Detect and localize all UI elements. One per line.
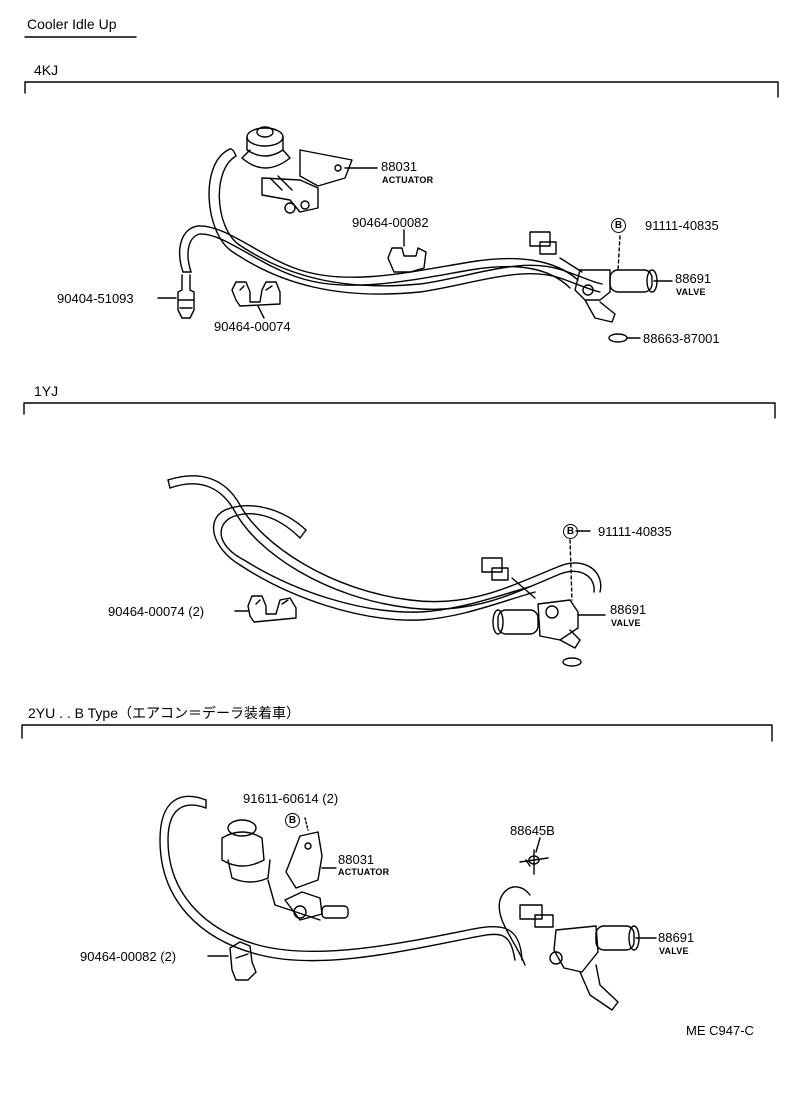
leader-91611 bbox=[304, 817, 309, 831]
part-number-88691: 88691 bbox=[675, 271, 712, 286]
leader-91111-4kj bbox=[617, 235, 621, 271]
part-number-88031: 88031 bbox=[338, 852, 375, 867]
part-number-90464-00082: 90464-00082 (2) bbox=[80, 949, 177, 964]
part-name-actuator: ACTUATOR bbox=[338, 867, 390, 877]
bolt-badge-b-icon: B bbox=[563, 524, 578, 539]
check-valve-90404-4kj bbox=[177, 274, 195, 319]
vsv-valve-88691-4kj bbox=[529, 231, 658, 323]
clip-90464-00074-4kj bbox=[231, 281, 281, 307]
section-2yu-frame bbox=[21, 724, 773, 742]
leader-90464-74 bbox=[257, 305, 265, 319]
page-title: Cooler Idle Up bbox=[27, 16, 117, 32]
section-label-4kj: 4KJ bbox=[34, 62, 59, 78]
part-number-90404-51093: 90404-51093 bbox=[57, 291, 134, 306]
clip-90464-00082-4kj bbox=[387, 247, 427, 273]
actuator-88031-4kj bbox=[241, 126, 353, 214]
washer-1yj bbox=[562, 657, 582, 667]
part-number-88663-87001: 88663-87001 bbox=[643, 331, 720, 346]
actuator-88031-2yu bbox=[221, 819, 349, 921]
section-label-1yj: 1YJ bbox=[34, 383, 59, 399]
clip-90464-00082-2yu bbox=[229, 941, 257, 981]
bolt-badge-b-icon: B bbox=[285, 813, 300, 828]
part-name-valve: VALVE bbox=[611, 618, 641, 628]
washer-88663-4kj bbox=[608, 333, 628, 343]
vsv-valve-88691-2yu bbox=[519, 904, 640, 1011]
part-number-91111-40835: 91111-40835 bbox=[645, 218, 719, 233]
diagram-code: ME C947-C bbox=[686, 1023, 754, 1038]
part-name-valve: VALVE bbox=[676, 287, 706, 297]
leader-91111-1yj bbox=[569, 539, 573, 601]
vacuum-hose-1yj bbox=[167, 475, 602, 621]
part-number-88691: 88691 bbox=[658, 930, 695, 945]
part-number-88691: 88691 bbox=[610, 602, 647, 617]
section-1yj-frame bbox=[23, 402, 776, 419]
bolt-badge-b-icon: B bbox=[611, 218, 626, 233]
clip-90464-00074-1yj bbox=[247, 595, 297, 623]
part-number-88031: 88031 bbox=[381, 159, 418, 174]
part-number-91611-60614: 91611-60614 (2) bbox=[243, 791, 339, 806]
part-number-91111-40835: 91111-40835 bbox=[598, 524, 672, 539]
section-2yu-drawing bbox=[159, 795, 657, 1011]
section-4kj-frame bbox=[24, 81, 779, 98]
tee-88645b-2yu bbox=[519, 849, 549, 875]
part-number-90464-00074: 90464-00074 bbox=[214, 319, 291, 334]
leader-88645b bbox=[535, 837, 541, 853]
part-number-90464-00082: 90464-00082 bbox=[352, 215, 429, 230]
vacuum-hose-2yu bbox=[159, 795, 531, 966]
section-1yj-drawing bbox=[167, 475, 606, 667]
vsv-valve-88691-1yj bbox=[481, 557, 581, 649]
part-name-actuator: ACTUATOR bbox=[382, 175, 434, 185]
vacuum-hose-4kj bbox=[179, 148, 603, 295]
part-number-88645b: 88645B bbox=[510, 823, 555, 838]
part-number-90464-00074: 90464-00074 (2) bbox=[108, 604, 205, 619]
section-label-2yu: 2YU . . B Type（エアコン＝デーラ装着車） bbox=[28, 705, 301, 721]
part-name-valve: VALVE bbox=[659, 946, 689, 956]
section-4kj-drawing bbox=[157, 126, 673, 343]
